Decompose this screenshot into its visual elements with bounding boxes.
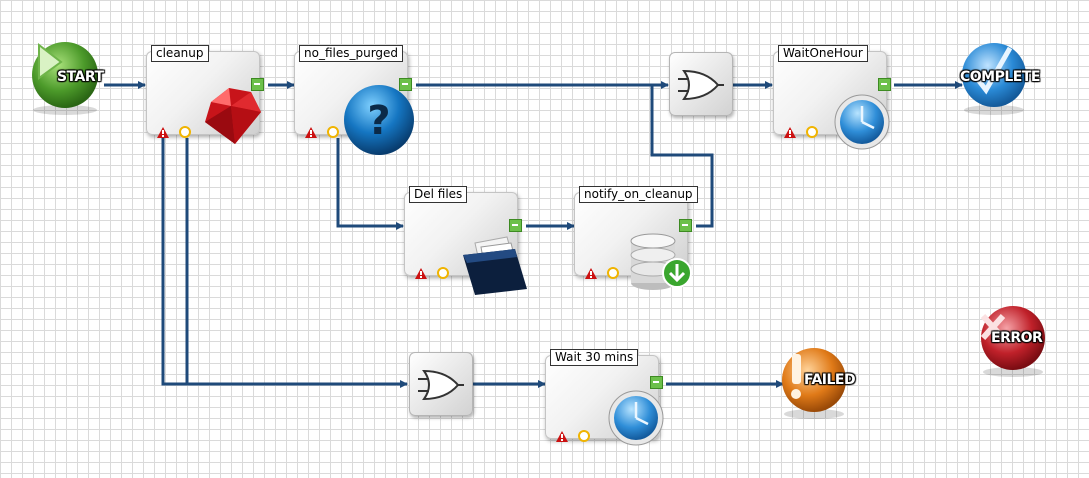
wait-port[interactable] [437, 267, 449, 279]
success-port[interactable] [509, 219, 522, 232]
complete-label: COMPLETE [960, 69, 1040, 85]
warning-icon[interactable] [585, 268, 597, 279]
x-icon [980, 306, 1045, 377]
wait-port[interactable] [179, 126, 191, 138]
warning-icon[interactable] [305, 127, 317, 138]
node-wait-30-mins-label: Wait 30 mins [550, 349, 639, 366]
wait-port[interactable] [578, 430, 590, 442]
warning-icon[interactable] [157, 127, 169, 138]
node-cleanup-label: cleanup [151, 45, 209, 62]
connector-nofiles-delfiles [336, 138, 404, 230]
node-del-files[interactable]: Del files [404, 186, 527, 295]
connector-cleanup-fail-orgate [161, 138, 408, 388]
start-terminal[interactable]: START [27, 40, 117, 118]
node-wait-one-hour[interactable]: WaitOneHour [773, 45, 891, 150]
clock-icon [608, 390, 664, 446]
success-port[interactable] [251, 78, 264, 91]
node-del-files-label: Del files [409, 186, 468, 203]
node-wait-30-mins[interactable]: Wait 30 mins [545, 349, 664, 446]
success-port[interactable] [650, 376, 663, 389]
exclamation-icon [782, 348, 846, 419]
node-cleanup[interactable]: cleanup [146, 45, 264, 144]
failed-label: FAILED [804, 372, 856, 388]
node-no-files-purged-label: no_files_purged [299, 45, 404, 62]
success-port[interactable] [878, 78, 891, 91]
question-icon: ? [344, 85, 414, 155]
clock-icon [834, 94, 890, 150]
or-gate-icon [418, 369, 464, 401]
error-terminal[interactable]: ERROR [977, 302, 1067, 380]
ruby-gem-icon [205, 88, 261, 144]
error-label: ERROR [991, 330, 1043, 346]
start-label: START [57, 69, 104, 85]
warning-icon[interactable] [415, 268, 427, 279]
wait-port[interactable] [806, 126, 818, 138]
node-notify-on-cleanup[interactable]: notify_on_cleanup [574, 186, 698, 290]
or-gate-bottom[interactable] [409, 352, 473, 416]
node-notify-on-cleanup-label: notify_on_cleanup [579, 186, 698, 203]
wait-port[interactable] [607, 267, 619, 279]
warning-icon[interactable] [784, 127, 796, 138]
play-icon [32, 42, 98, 115]
success-port[interactable] [679, 219, 692, 232]
warning-icon[interactable] [556, 431, 568, 442]
node-wait-one-hour-label: WaitOneHour [778, 45, 868, 62]
check-icon [962, 43, 1026, 115]
or-gate-icon [678, 69, 724, 101]
folder-documents-icon [463, 236, 527, 295]
connector-notify-orgate [650, 85, 714, 228]
or-gate-top[interactable] [669, 52, 733, 116]
svg-text:?: ? [367, 98, 390, 144]
failed-terminal[interactable]: FAILED [778, 344, 868, 422]
node-no-files-purged[interactable]: no_files_purged ? [294, 45, 414, 155]
database-download-icon [630, 233, 692, 290]
success-port[interactable] [399, 78, 412, 91]
wait-port[interactable] [327, 126, 339, 138]
complete-terminal[interactable]: COMPLETE [958, 40, 1048, 118]
